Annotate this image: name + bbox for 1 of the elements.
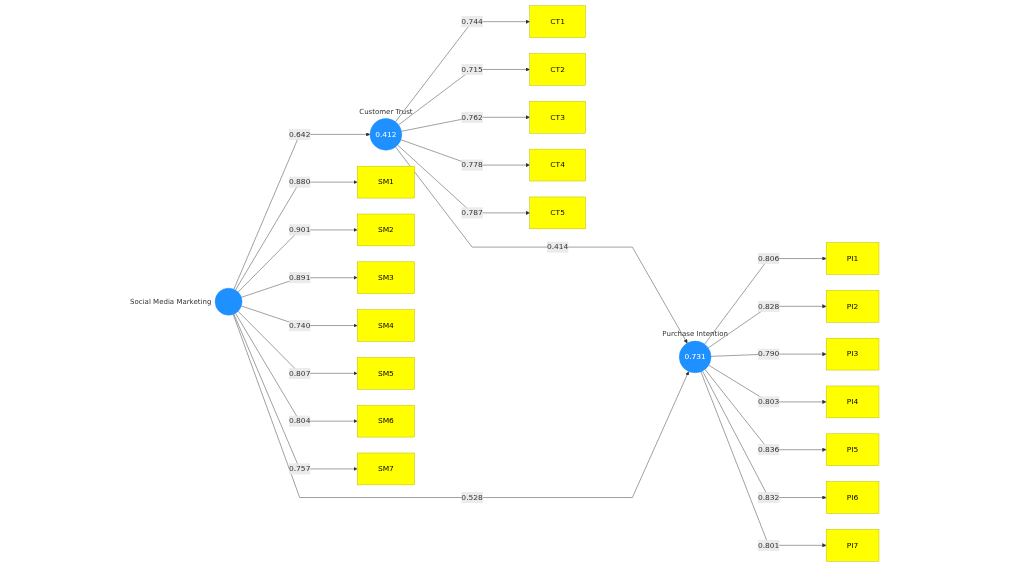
node-circle — [214, 287, 243, 316]
